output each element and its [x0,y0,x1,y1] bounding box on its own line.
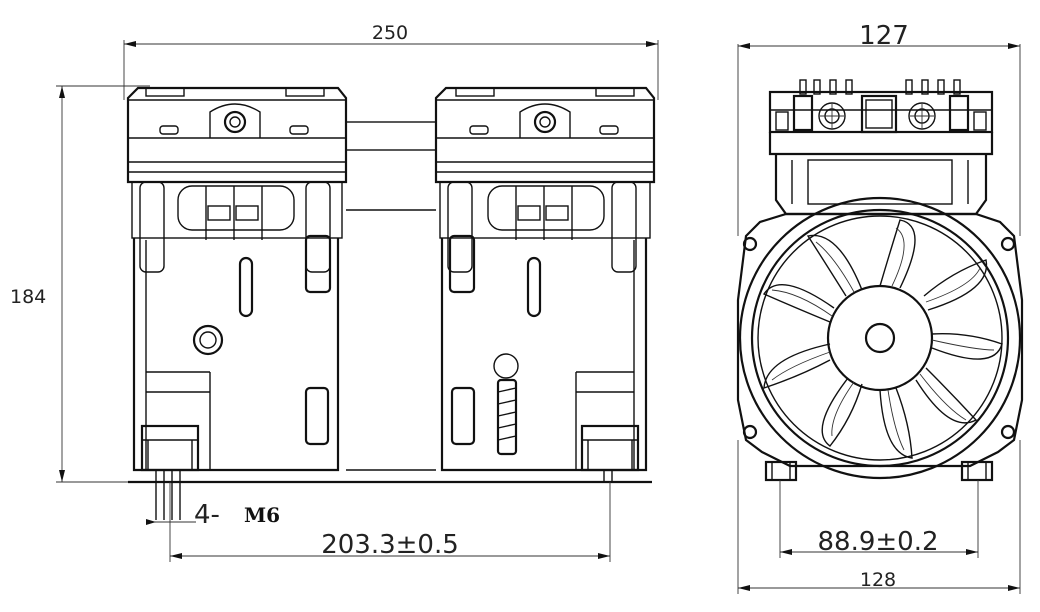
front-view: 250 184 [10,22,659,562]
dim-127: 127 [737,21,1021,236]
fan-housing [736,196,1024,480]
dim-203-label: 203.3±0.5 [321,530,459,560]
dim-128-label: 128 [860,569,896,591]
dim-thread: 4- M6 [146,500,280,530]
side-view: 127 [736,21,1024,594]
thread-prefix-label: 4- [194,500,220,530]
dim-250-label: 250 [372,22,408,44]
dim-250: 250 [123,22,659,100]
thread-size-label: M6 [244,503,280,527]
dim-128: 128 [737,440,1021,594]
dim-184-label: 184 [10,286,46,308]
dim-184: 184 [10,85,150,483]
right-pump-head [434,86,656,482]
dim-127-label: 127 [859,21,909,51]
left-pump-head [126,86,348,520]
terminal-block [768,79,994,134]
dim-203: 203.3±0.5 [169,482,611,562]
dim-88-label: 88.9±0.2 [817,527,938,557]
dim-88: 88.9±0.2 [779,480,979,558]
